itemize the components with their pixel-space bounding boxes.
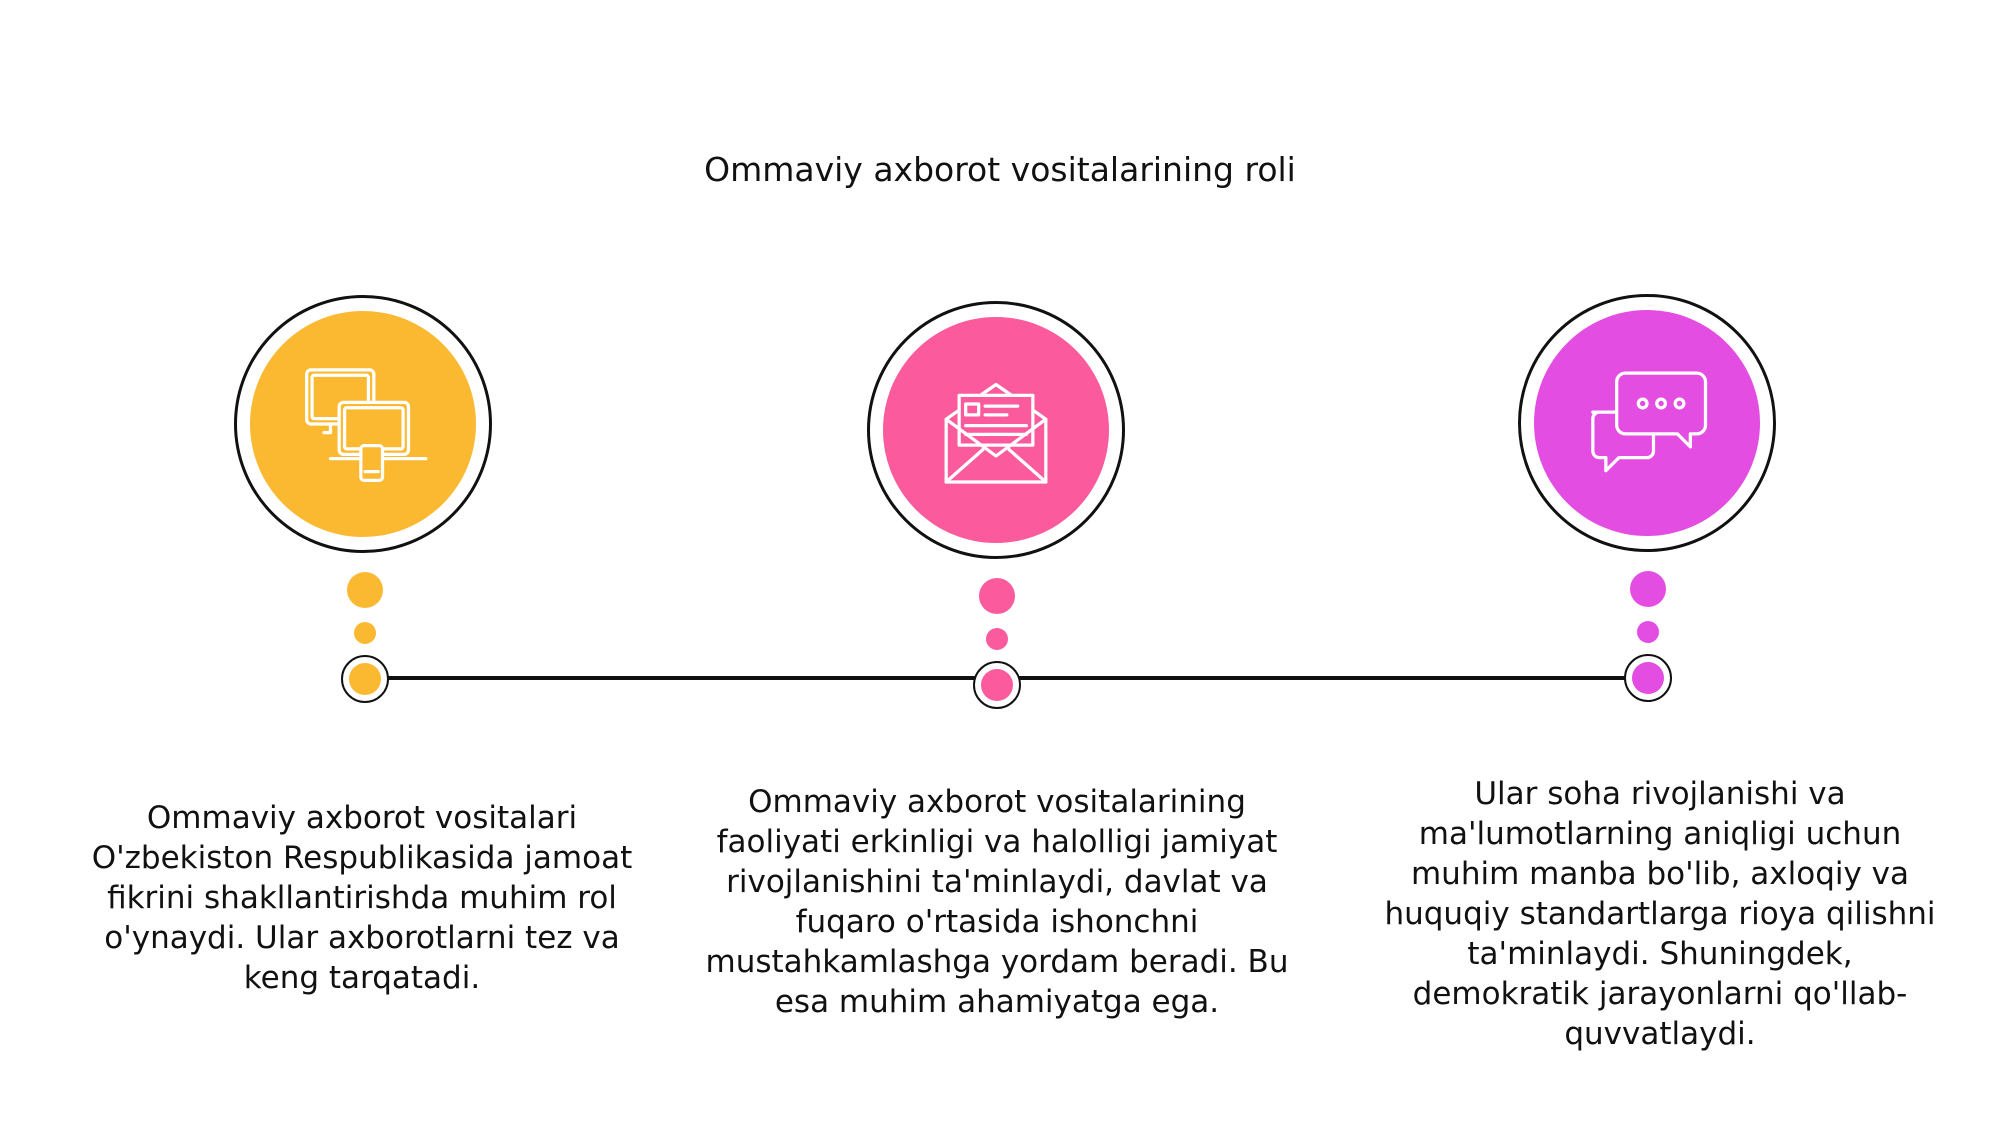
step-2-connector-dot-large xyxy=(979,578,1015,614)
step-1-description: Ommaviy axborot vositalari O'zbekiston R… xyxy=(91,800,633,996)
step-3-timeline-marker-dot xyxy=(1632,662,1664,694)
devices-icon xyxy=(305,368,428,482)
step-3-connector-dot-large xyxy=(1630,571,1666,607)
step-3-icon-ring xyxy=(1518,294,1776,552)
step-3-icon-disc xyxy=(1534,310,1760,536)
chat-bubbles-icon xyxy=(1591,371,1708,473)
step-2-icon-ring xyxy=(867,301,1125,559)
step-1-connector-dot-small xyxy=(354,622,376,644)
step-2-timeline-marker-dot xyxy=(981,669,1013,701)
step-3-description: Ular soha rivojlanishi va ma'lumotlarnin… xyxy=(1384,776,1936,1052)
step-2-timeline-marker xyxy=(973,661,1021,709)
step-1-timeline-marker-dot xyxy=(349,663,381,695)
step-1-timeline-marker xyxy=(341,655,389,703)
step-2-icon-disc xyxy=(883,317,1109,543)
step-3-timeline-marker xyxy=(1624,654,1672,702)
step-1-connector-dot-large xyxy=(347,572,383,608)
step-2-description: Ommaviy axborot vositalarining faoliyati… xyxy=(705,784,1289,1020)
step-3-connector-dot-small xyxy=(1637,621,1659,643)
step-1-icon-ring xyxy=(234,295,492,553)
envelope-letter-icon xyxy=(944,382,1048,484)
page-title: Ommaviy axborot vositalarining roli xyxy=(704,150,1296,189)
step-2-connector-dot-small xyxy=(986,628,1008,650)
step-1-icon-disc xyxy=(250,311,476,537)
